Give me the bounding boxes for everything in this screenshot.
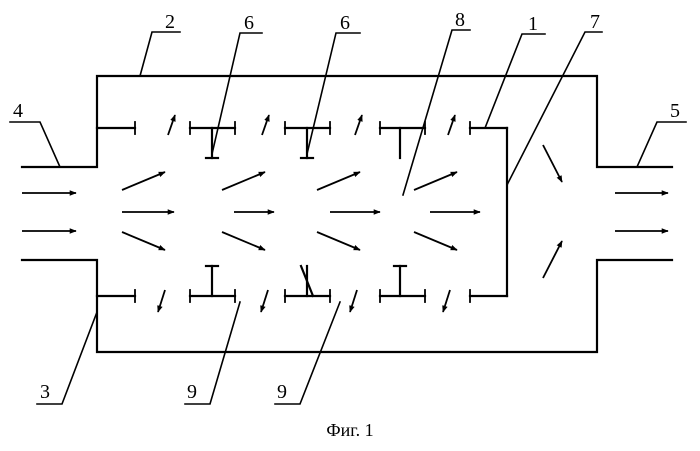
leader-lines <box>10 30 686 404</box>
label-6-right: 6 <box>340 12 350 34</box>
figure-caption: Фиг. 1 <box>0 420 700 441</box>
label-8: 8 <box>455 9 465 31</box>
label-9-left: 9 <box>187 381 197 403</box>
flow-arrows <box>22 115 668 312</box>
reference-numerals: 2 6 6 8 1 7 4 5 3 9 9 <box>13 9 680 403</box>
label-4: 4 <box>13 100 23 122</box>
outer-housing <box>22 76 672 352</box>
label-1: 1 <box>528 13 538 35</box>
label-3: 3 <box>40 381 50 403</box>
label-6-left: 6 <box>244 12 254 34</box>
label-7: 7 <box>590 11 600 33</box>
label-9-right: 9 <box>277 381 287 403</box>
label-5: 5 <box>670 100 680 122</box>
perforation-ticks <box>135 122 470 302</box>
label-2: 2 <box>165 11 175 33</box>
